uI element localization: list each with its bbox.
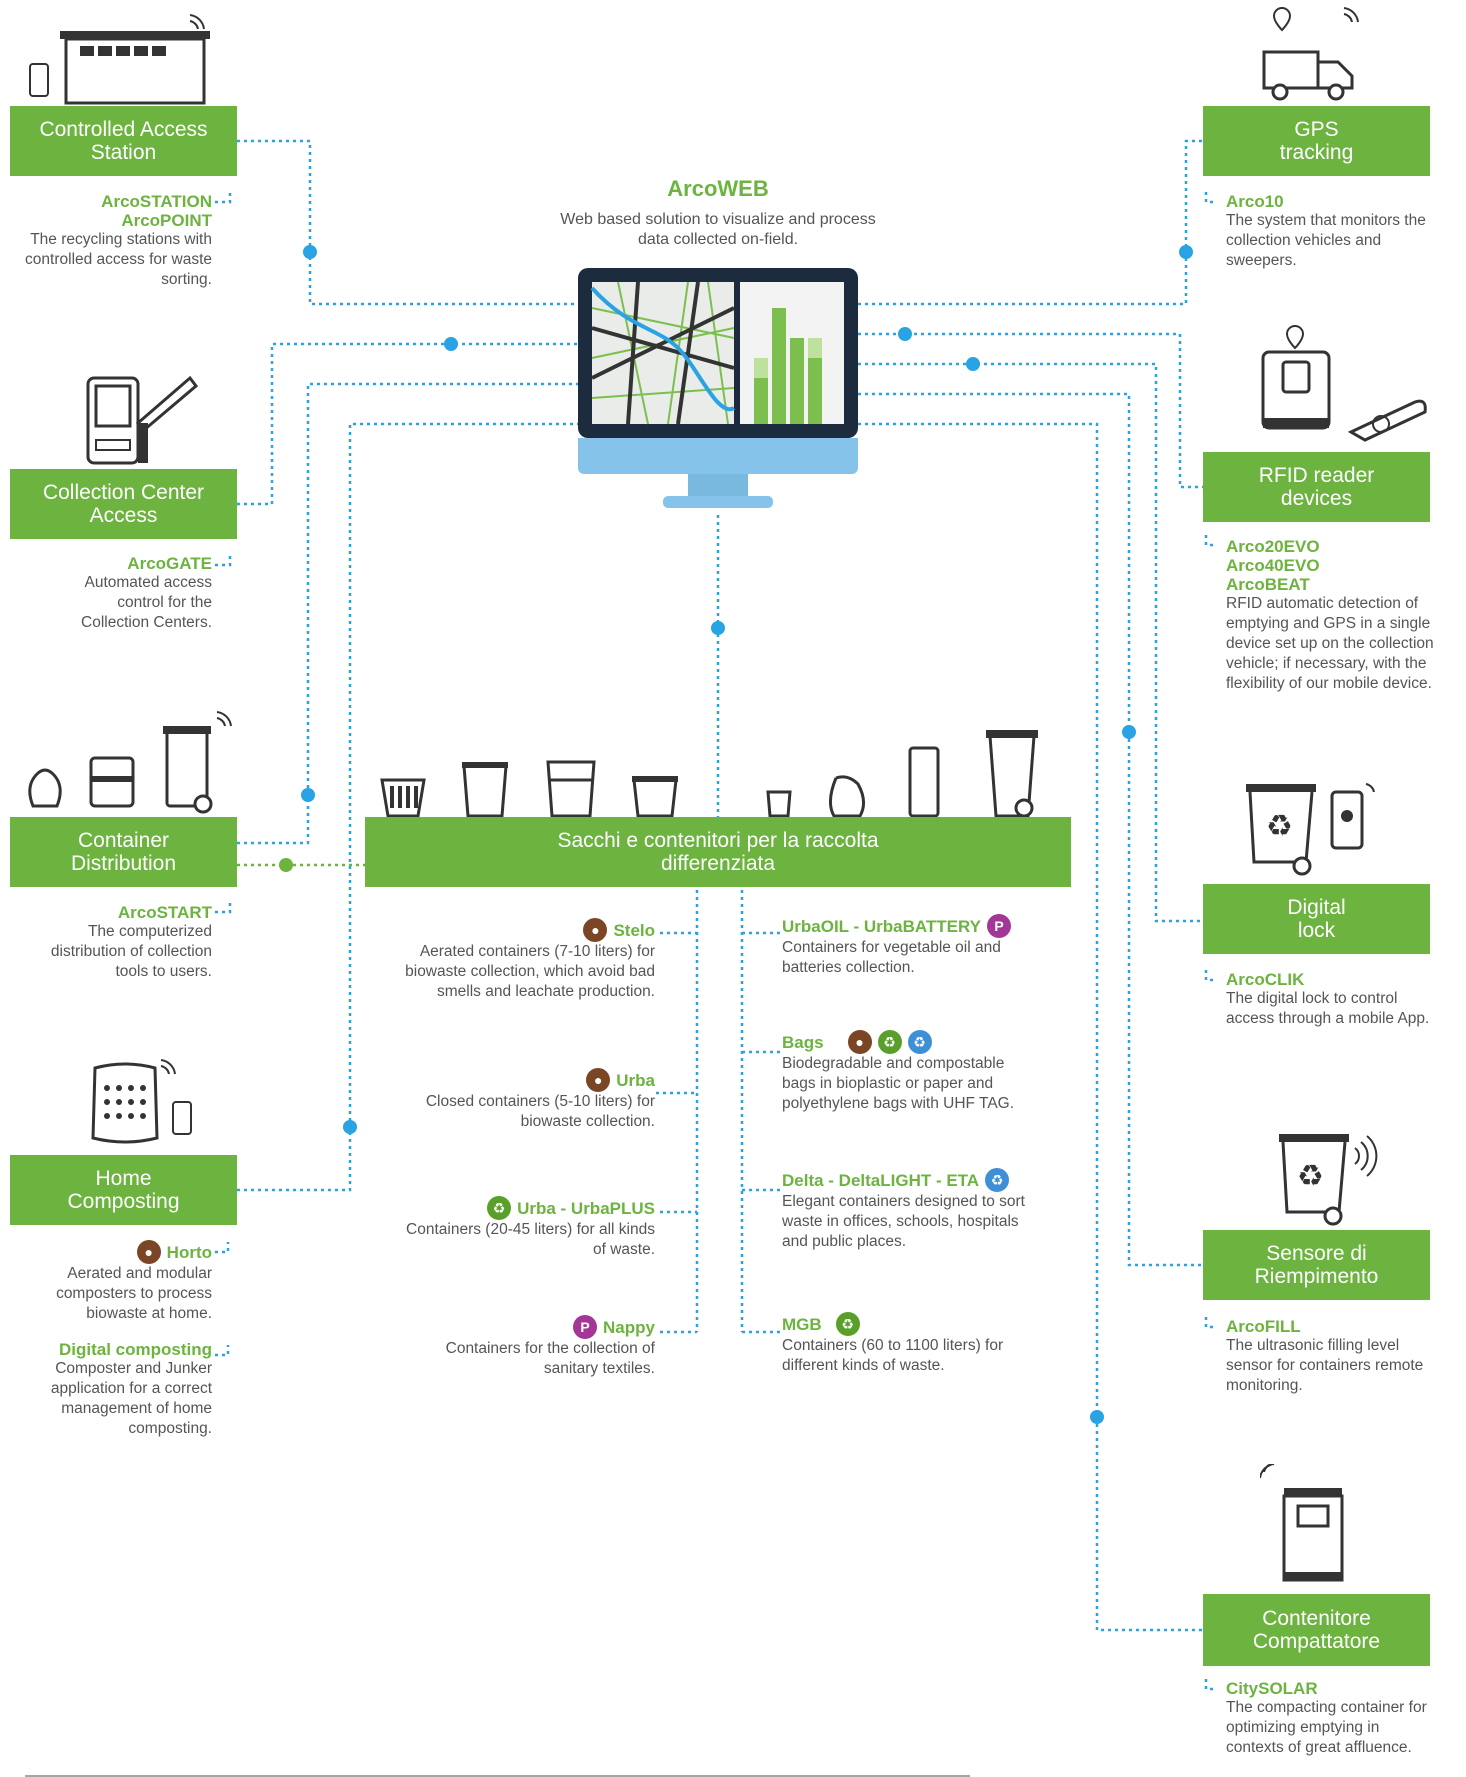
arco10-desc: The system that monitors the collection …: [1226, 212, 1426, 269]
organic-icon: ●: [583, 918, 608, 942]
box-container-distribution-label: Container Distribution: [70, 829, 177, 875]
recycle-icon: ♻: [835, 1312, 860, 1336]
clik-desc: The digital lock to control access throu…: [1226, 990, 1430, 1027]
delta-desc: Elegant containers designed to sort wast…: [782, 1193, 1025, 1250]
box-contenitore: Contenitore Compattatore: [1203, 1594, 1430, 1666]
box-controlled-access: Controlled Access Station: [10, 106, 237, 176]
fill-sensor-icon: ♻: [1279, 1134, 1378, 1226]
mgb-desc: Containers (60 to 1100 liters) for diffe…: [782, 1337, 1004, 1374]
arcoweb-title: ArcoWEB: [667, 176, 769, 201]
digital-composting-desc: Composter and Junker application for a c…: [50, 1360, 212, 1437]
arcobeat-name: ArcoBEAT: [1226, 575, 1310, 594]
p-icon: P: [986, 914, 1011, 938]
bags-desc: Biodegradable and compostable bags in bi…: [782, 1055, 1015, 1112]
box-digital-lock: Digital lock: [1203, 884, 1430, 954]
box-sacchi: Sacchi e contenitori per la raccolta dif…: [365, 817, 1071, 887]
organic-icon: ●: [847, 1030, 872, 1054]
fill-desc: The ultrasonic filling level sensor for …: [1226, 1337, 1424, 1394]
box-container-distribution: Container Distribution: [10, 817, 237, 887]
recycle-icon: ♻: [877, 1030, 902, 1054]
rfid-desc: RFID automatic detection of emptying and…: [1226, 595, 1434, 692]
recycle-icon: ♻: [907, 1030, 932, 1054]
recycle-icon: ♻: [985, 1168, 1010, 1192]
bins-icon: [28, 711, 232, 814]
box-home-composting-label: Home Composting: [67, 1167, 180, 1213]
box-sensore: Sensore di Riempimento: [1203, 1230, 1430, 1300]
mgb-name: MGB: [782, 1314, 822, 1334]
arco20evo-name: Arco20EVO: [1226, 537, 1320, 556]
gate-icon: [86, 375, 199, 465]
compactor-icon: [1260, 1464, 1344, 1582]
recycle-icon: ♻: [487, 1196, 512, 1220]
arcofill-name: ArcoFILL: [1226, 1317, 1301, 1336]
box-collection-center-label: Collection Center Access: [42, 481, 205, 527]
station-icon: [29, 14, 210, 105]
arcogate-name: ArcoGATE: [127, 554, 212, 573]
solar-desc: The compacting container for optimizing …: [1226, 1699, 1427, 1756]
svg-text:♻: ♻: [1297, 1159, 1324, 1194]
urba-plus-name: Urba - UrbaPLUS: [517, 1198, 655, 1218]
p-icon: P: [573, 1315, 598, 1339]
composter-icon: [91, 1059, 192, 1144]
box-rfid: RFID reader devices: [1203, 452, 1430, 522]
organic-icon: ●: [586, 1068, 611, 1092]
urba-desc: Closed containers (5-10 liters) for biow…: [425, 1093, 655, 1130]
stelo-name: Stelo: [613, 920, 655, 940]
box-digital-lock-label: Digital lock: [1287, 896, 1346, 942]
box-controlled-access-label: Controlled Access Station: [39, 118, 208, 164]
box-home-composting: Home Composting: [10, 1155, 237, 1225]
arco40evo-name: Arco40EVO: [1226, 556, 1320, 575]
digital-lock-icon: ♻: [1246, 783, 1375, 876]
gate-desc: Automated access control for the Collect…: [81, 574, 212, 631]
box-gps: GPS tracking: [1203, 106, 1430, 176]
arcostation-name: ArcoSTATION: [101, 192, 212, 211]
box-gps-label: GPS tracking: [1279, 118, 1354, 164]
arco10-name: Arco10: [1226, 192, 1284, 211]
containers-row-icon: [380, 730, 1038, 817]
arcoclik-name: ArcoCLIK: [1226, 970, 1305, 989]
box-contenitore-label: Contenitore Compattatore: [1252, 1607, 1381, 1653]
box-sacchi-label: Sacchi e contenitori per la raccolta dif…: [557, 829, 879, 875]
rfid-device-icon: [1261, 324, 1427, 442]
box-collection-center: Collection Center Access: [10, 469, 237, 539]
citysolar-name: CitySOLAR: [1226, 1679, 1318, 1698]
box-rfid-label: RFID reader devices: [1258, 464, 1375, 510]
monitor-icon: [578, 268, 858, 508]
horto-name: Horto: [166, 1242, 212, 1262]
truck-icon: [1262, 6, 1359, 101]
stelo-desc: Aerated containers (7-10 liters) for bio…: [405, 943, 655, 1000]
station-desc: The recycling stations with controlled a…: [25, 231, 212, 288]
nappy-desc: Containers for the collection of sanitar…: [445, 1340, 655, 1377]
arcoweb-desc: Web based solution to visualize and proc…: [560, 211, 876, 248]
arcostart-name: ArcoSTART: [117, 903, 212, 922]
organic-icon: ●: [136, 1240, 161, 1264]
delta-name: Delta - DeltaLIGHT - ETA: [782, 1170, 980, 1190]
horto-desc: Aerated and modular composters to proces…: [56, 1265, 212, 1322]
box-sensore-label: Sensore di Riempimento: [1254, 1242, 1379, 1288]
urba-name: Urba: [616, 1070, 655, 1090]
urbaoil-name: UrbaOIL - UrbaBATTERY: [782, 916, 981, 936]
start-desc: The computerized distribution of collect…: [50, 923, 212, 980]
urbaoil-desc: Containers for vegetable oil and batteri…: [782, 939, 1001, 976]
bags-name: Bags: [782, 1032, 824, 1052]
svg-text:♻: ♻: [1266, 809, 1293, 844]
urba-plus-desc: Containers (20-45 liters) for all kinds …: [406, 1221, 655, 1258]
nappy-name: Nappy: [603, 1317, 655, 1337]
digital-composting-name: Digital composting: [59, 1340, 212, 1359]
arcopoint-name: ArcoPOINT: [121, 211, 212, 230]
